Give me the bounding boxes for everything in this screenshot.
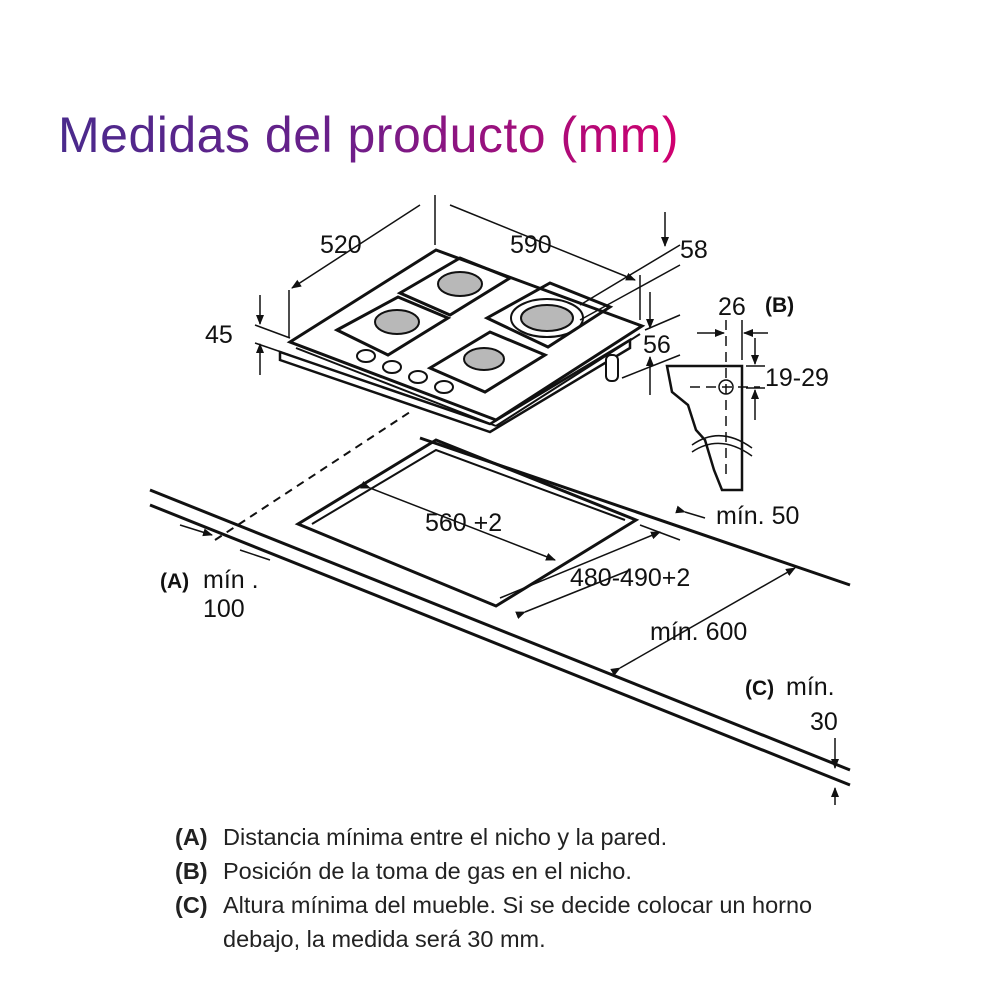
legend-item-b: (B) Posición de la toma de gas en el nic… [175,854,843,888]
legend-item-c: (C) Altura mínima del mueble. Si se deci… [175,888,843,956]
cutout-depth-label: 480-490+2 [570,564,690,592]
height-value-label: 30 [810,708,838,736]
cooktop [278,248,646,434]
gas-height-label: 19-29 [765,364,829,392]
legend-key: (A) [175,824,208,850]
legend: (A) Distancia mínima entre el nicho y la… [175,820,843,956]
control-knobs [356,349,454,394]
burner-front-left [374,309,420,335]
gas-b-label: (B) [765,294,794,317]
page-title: Medidas del producto (mm) [58,107,680,163]
height-min-label: mín. [786,673,835,701]
wall-a-label: (A) [160,570,189,593]
legend-text: Distancia mínima entre el nicho y la par… [223,824,668,850]
wall-min-label: mín . [203,566,259,594]
legend-text: Altura mínima del mueble. Si se decide c… [223,892,813,952]
legend-key: (B) [175,858,208,884]
gas-offset-label: 26 [718,293,746,321]
front-min-label: mín. 600 [650,618,747,646]
height-c-label: (C) [745,677,774,700]
legend-text: Posición de la toma de gas en el nicho. [223,858,632,884]
burner-back-left [437,271,483,297]
cutout-width-label: 560 +2 [425,509,502,537]
total-height-label: 45 [205,321,233,349]
width-label: 590 [510,231,552,259]
top-height-label: 58 [680,236,708,264]
back-min-label: mín. 50 [716,502,799,530]
burner-wok [520,304,574,332]
depth-label: 520 [320,231,362,259]
cutout [294,438,640,608]
burner-front-right [463,347,505,371]
legend-item-a: (A) Distancia mínima entre el nicho y la… [175,820,843,854]
foot-height-label: 56 [643,331,671,359]
gas-connection-detail [665,320,768,492]
legend-key: (C) [175,892,208,918]
worktop [149,411,851,787]
wall-value-label: 100 [203,595,245,623]
